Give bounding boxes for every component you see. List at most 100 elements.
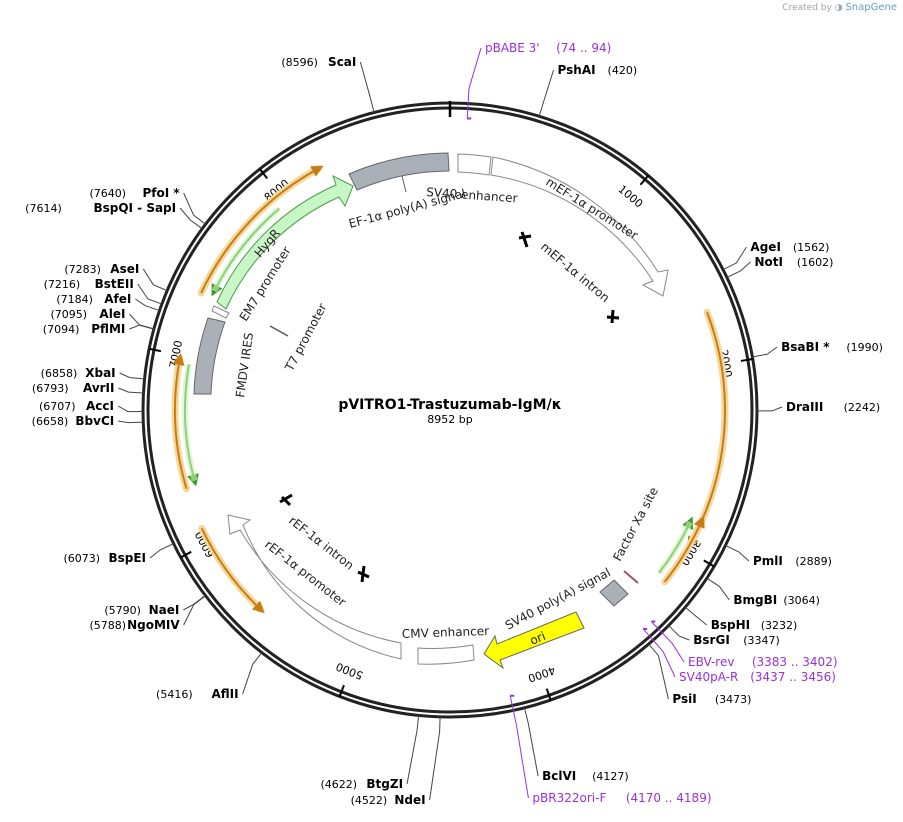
restriction-site[interactable]: BsaBI *(1990): [781, 340, 883, 354]
primer-position: (74 .. 94): [556, 41, 611, 55]
site-leader: [129, 313, 155, 330]
site-position: (6793): [32, 382, 69, 395]
site-name: BstEII: [95, 277, 134, 291]
restriction-site[interactable]: BspHI(3232): [711, 618, 798, 632]
restriction-site[interactable]: PshAI(420): [558, 63, 638, 77]
restriction-site[interactable]: AleI(7095): [50, 307, 125, 321]
restriction-site[interactable]: PmlI(2889): [753, 554, 832, 568]
restriction-site[interactable]: PflMI(7094): [43, 322, 126, 336]
site-leader: [684, 606, 708, 626]
restriction-site[interactable]: NotI (1602): [754, 255, 833, 269]
site-name: NotI: [754, 255, 783, 269]
site-leader: [725, 544, 750, 562]
restriction-site[interactable]: NdeI(4522): [351, 793, 426, 807]
site-position: (1602): [797, 256, 834, 269]
site-leader: [118, 387, 144, 394]
site-name: BspEI: [108, 551, 146, 565]
site-name: DraIII: [786, 400, 823, 414]
primer[interactable]: pBR322ori-F(4170 .. 4189): [509, 694, 712, 805]
feature-label: CMV enhancer: [402, 624, 490, 641]
site-leader: [706, 577, 730, 601]
feature-cmv-enhancer[interactable]: CMV enhancer: [402, 624, 490, 665]
credit-prefix: Created by: [782, 3, 832, 13]
site-name: AleI: [99, 307, 125, 321]
site-leader: [149, 543, 174, 559]
restriction-site[interactable]: NaeI(5790): [104, 603, 179, 617]
feature-label: ori: [528, 629, 548, 648]
primer-name: pBR322ori-F: [532, 791, 606, 805]
orf-arcs: [171, 165, 729, 614]
snapgene-logo-icon: ◑: [834, 3, 843, 13]
feature-fmdv-ires[interactable]: FMDV IRES: [193, 317, 256, 398]
orf-highlight: [198, 524, 264, 613]
feature-factor-xa-site[interactable]: Factor Xa site: [610, 485, 661, 584]
restriction-site[interactable]: BspQI - SapI(7614): [25, 201, 176, 215]
restriction-site[interactable]: NgoMIV(5788): [89, 618, 180, 632]
site-position: (4522): [351, 794, 388, 807]
site-name: XbaI: [85, 366, 115, 380]
restriction-site[interactable]: BsrGI(3347): [693, 633, 780, 647]
site-leader: [726, 261, 751, 278]
feature-ef1a-polya[interactable]: EF-1α poly(A) signal: [347, 152, 467, 231]
cds-highlight: [182, 363, 198, 482]
restriction-site[interactable]: BtgZI(4622): [320, 777, 403, 791]
feature-ori[interactable]: ori: [483, 611, 585, 670]
primer[interactable]: EBV-rev(3383 .. 3402): [650, 620, 838, 669]
feature-t7-promoter[interactable]: T7 promoter: [269, 301, 330, 374]
primer[interactable]: SV40pA-R(3437 .. 3456): [642, 627, 836, 684]
site-leader: [137, 283, 163, 305]
site-leader: [722, 246, 747, 271]
restriction-site[interactable]: AfeI(7184): [56, 292, 131, 306]
site-position: (3064): [783, 594, 820, 607]
restriction-site[interactable]: AflII(5416): [156, 687, 239, 701]
restriction-site[interactable]: PfoI *(7640): [89, 186, 180, 200]
restriction-site[interactable]: DraIII(2242): [786, 400, 880, 414]
feature-mef1a-intron[interactable]: mEF-1α intron: [518, 231, 620, 324]
site-leader: [752, 346, 778, 358]
site-name: PmlI: [753, 554, 783, 568]
feature-label: Factor Xa site: [610, 485, 661, 564]
site-position: (6707): [39, 400, 76, 413]
restriction-site[interactable]: BbvCI(6658): [32, 414, 115, 428]
site-leader: [538, 69, 555, 117]
feature-label: mEF-1α intron: [538, 240, 612, 305]
site-leader: [117, 405, 144, 413]
restriction-site[interactable]: AccI(6707): [39, 399, 114, 413]
plasmid-name: pVITRO1-Trastuzumab-IgM/κ: [338, 397, 561, 413]
site-name: AseI: [110, 262, 139, 276]
credit-brand: SnapGene: [845, 2, 897, 13]
restriction-site[interactable]: PsiI(3473): [672, 692, 751, 706]
orf-arrow: [172, 353, 188, 490]
restriction-site[interactable]: AgeI(1562): [750, 240, 829, 254]
plasmid-length: 8952 bp: [427, 413, 472, 426]
site-leader: [183, 595, 206, 626]
site-leader: [183, 192, 206, 225]
feature-sv40-enhancer[interactable]: SV40 enhancer: [426, 153, 518, 205]
restriction-site[interactable]: XbaI(6858): [41, 366, 116, 380]
primer[interactable]: pBABE 3'(74 .. 94): [466, 41, 611, 120]
site-name: BsrGI: [693, 633, 730, 647]
restriction-site[interactable]: BmgBI(3064): [733, 593, 820, 607]
orf-arrow: [663, 515, 705, 583]
restriction-site[interactable]: BstEII(7216): [44, 277, 134, 291]
restriction-site[interactable]: AvrII(6793): [32, 381, 115, 395]
tick-mark: [180, 550, 192, 559]
primer-leader: [650, 621, 685, 663]
restriction-site[interactable]: BclVI(4127): [542, 769, 629, 783]
primer-leader: [466, 47, 482, 119]
site-name: ScaI: [328, 55, 356, 69]
restriction-site[interactable]: BspEI (6073): [63, 551, 146, 565]
site-position: (1990): [846, 341, 883, 354]
primer-name: EBV-rev: [688, 655, 734, 669]
site-leader: [429, 716, 441, 801]
site-position: (7283): [64, 263, 101, 276]
primer-position: (3437 .. 3456): [750, 670, 836, 684]
site-position: (6073): [63, 552, 100, 565]
primer-leader: [642, 628, 676, 678]
site-name: PflMI: [91, 322, 125, 336]
site-name: BclVI: [542, 769, 576, 783]
restriction-site[interactable]: ScaI(8596): [281, 55, 356, 69]
restriction-site[interactable]: AseI (7283): [64, 262, 139, 276]
cds-highlight: [211, 206, 282, 293]
